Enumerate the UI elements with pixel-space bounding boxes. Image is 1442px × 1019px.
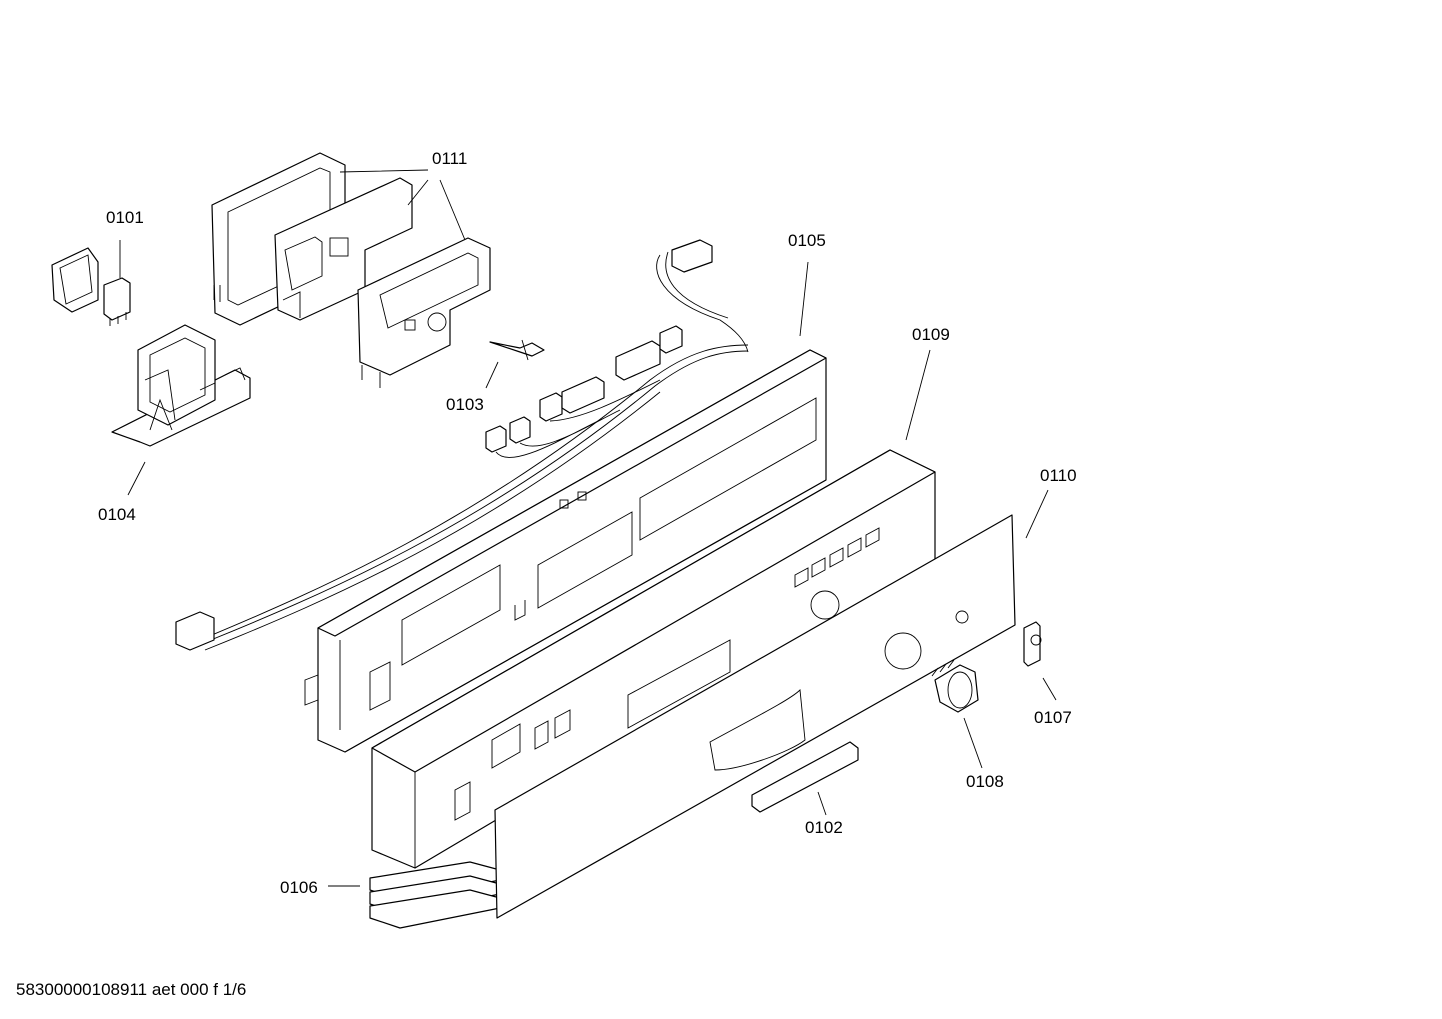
leader-lines	[119, 169, 1057, 887]
part-0107	[1023, 621, 1042, 667]
cable-harness	[175, 239, 749, 651]
label-0107: 0107	[1034, 708, 1072, 727]
label-0101: 0101	[106, 208, 144, 227]
label-0108: 0108	[966, 772, 1004, 791]
label-0103: 0103	[446, 395, 484, 414]
part-0103	[489, 339, 545, 361]
part-0101	[51, 247, 131, 326]
label-0104: 0104	[98, 505, 136, 524]
part-0111	[211, 152, 491, 388]
part-0106	[369, 861, 501, 929]
label-0105: 0105	[788, 231, 826, 250]
label-0102: 0102	[805, 818, 843, 837]
label-0106: 0106	[280, 878, 318, 897]
label-0111: 0111	[432, 149, 467, 168]
label-0110: 0110	[1040, 466, 1077, 485]
part-0110	[494, 514, 1016, 919]
part-0102	[751, 741, 859, 813]
part-0105	[304, 349, 827, 753]
part-0108	[931, 659, 979, 713]
document-id-footer: 58300000108911 aet 000 f 1/6	[16, 980, 247, 999]
label-0109: 0109	[912, 325, 950, 344]
part-labels: 0111 0101 0105 0109 0103 0110 0104 0107 …	[98, 149, 1077, 897]
part-0104	[111, 324, 251, 447]
